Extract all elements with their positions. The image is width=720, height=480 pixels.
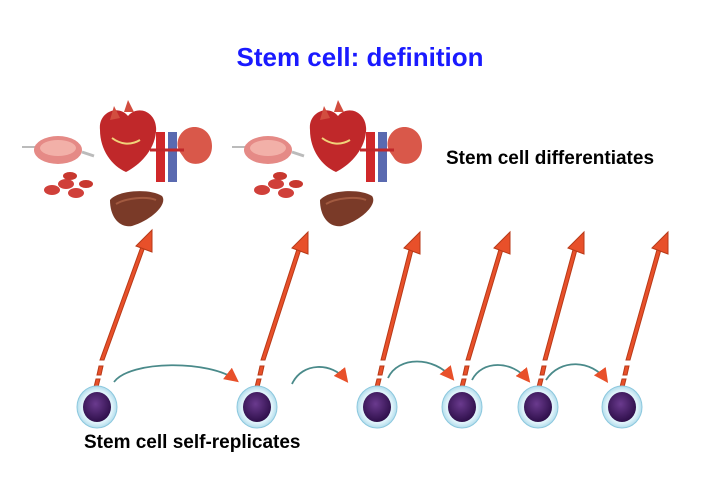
label-self-replicates: Stem cell self-replicates (84, 432, 301, 453)
red-blood-cells-icon (44, 172, 93, 198)
differentiation-arrow-4 (459, 230, 511, 388)
stem-cell-2 (236, 385, 278, 429)
differentiation-arrow-3 (374, 230, 421, 388)
stem-cell-5 (517, 385, 559, 429)
slide-title: Stem cell: definition (236, 42, 484, 72)
muscle-icon (22, 136, 95, 164)
liver-icon (110, 191, 164, 227)
stem-cell-1 (76, 385, 118, 429)
red-blood-cells-icon (254, 172, 303, 198)
replication-arrow-5 (545, 363, 609, 383)
organ-group-1 (22, 100, 212, 227)
differentiation-arrow-6 (619, 230, 669, 388)
stem-cell-3 (356, 385, 398, 429)
differentiation-arrows (93, 228, 669, 388)
stem-cells (76, 385, 643, 429)
replication-arrow-3 (387, 360, 455, 381)
replication-arrow-2 (291, 366, 349, 385)
liver-icon (320, 191, 374, 227)
heart-icon (99, 100, 157, 172)
stem-cell-4 (441, 385, 483, 429)
replication-arrow-1 (113, 364, 239, 383)
stem-cell-6 (601, 385, 643, 429)
heart-icon (309, 100, 367, 172)
muscle-icon (232, 136, 305, 164)
kidney-icon (150, 127, 212, 182)
kidney-icon (360, 127, 422, 182)
self-replication-arrows (113, 360, 609, 385)
organ-group-2 (232, 100, 422, 227)
replication-arrow-4 (471, 364, 531, 383)
differentiation-arrow-1 (93, 228, 153, 388)
differentiation-arrow-2 (254, 230, 309, 388)
differentiation-arrow-5 (536, 230, 585, 388)
label-differentiates: Stem cell differentiates (446, 148, 655, 169)
